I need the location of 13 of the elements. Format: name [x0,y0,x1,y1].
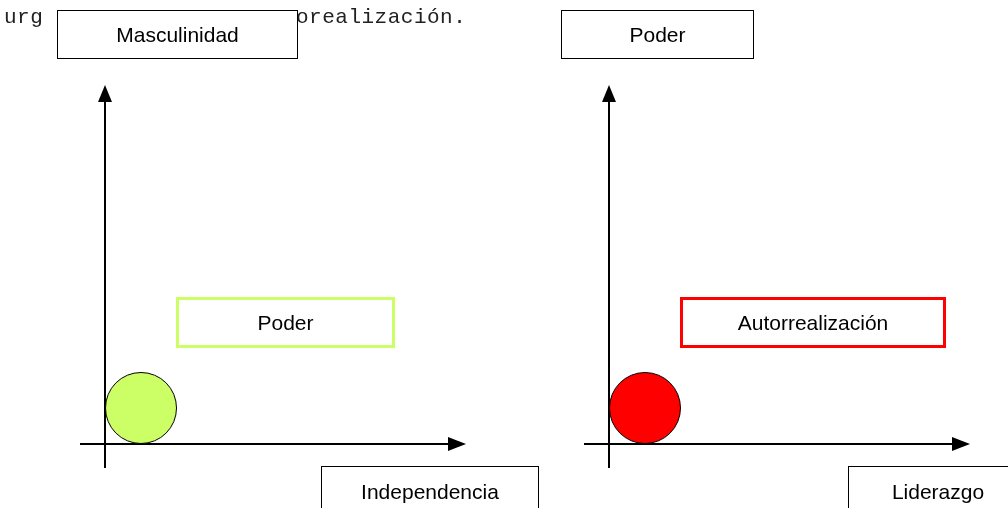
label-box [57,10,298,59]
box-label: Poder [257,310,314,335]
sentence-fragment: urg [4,6,44,29]
box-label: Liderazgo [891,480,985,504]
label-box [321,466,539,508]
box-label: Masculinidad [116,22,239,47]
sentence-fragment: orealización. [296,6,467,29]
label-box [561,10,754,59]
label-box [680,297,946,348]
label-box [176,297,395,348]
box-label: Independencia [361,480,499,504]
box-label: Autorrealización [737,310,889,335]
box-label: Poder [629,22,686,47]
